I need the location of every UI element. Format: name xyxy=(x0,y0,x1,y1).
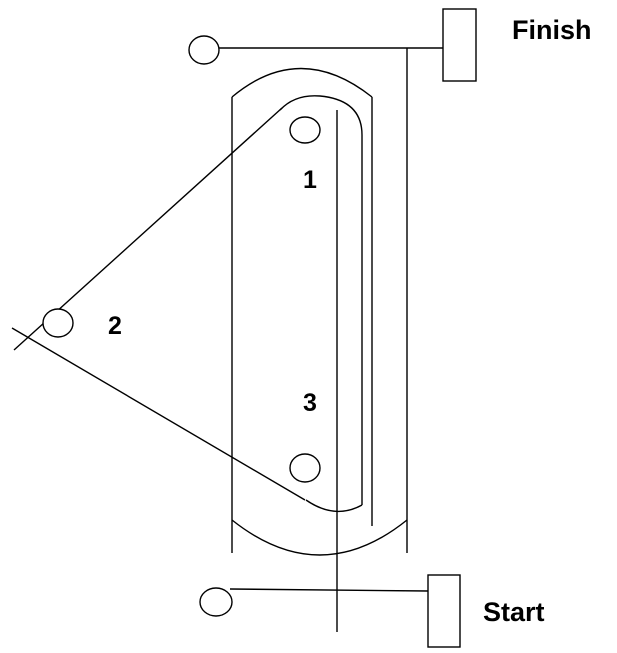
start-wire-line xyxy=(229,588,429,592)
point-3-label: 3 xyxy=(303,389,317,417)
start-box xyxy=(427,574,461,648)
start-node-circle xyxy=(199,587,233,617)
point-2-circle xyxy=(42,308,74,338)
point-1-label: 1 xyxy=(303,166,317,194)
finish-box xyxy=(442,8,477,82)
frame-top-arc xyxy=(231,67,373,98)
point-3-circle xyxy=(289,453,321,483)
finish-label: Finish xyxy=(512,15,592,45)
inner-path-bottom xyxy=(305,499,363,513)
finish-node-circle xyxy=(188,35,220,65)
frame-bottom-arc xyxy=(231,519,408,556)
start-label: Start xyxy=(483,597,545,627)
point-1-circle xyxy=(289,116,321,144)
point-2-label: 2 xyxy=(108,312,122,340)
inner-path-curve xyxy=(279,95,363,505)
lower-diagonal-line xyxy=(11,327,306,501)
